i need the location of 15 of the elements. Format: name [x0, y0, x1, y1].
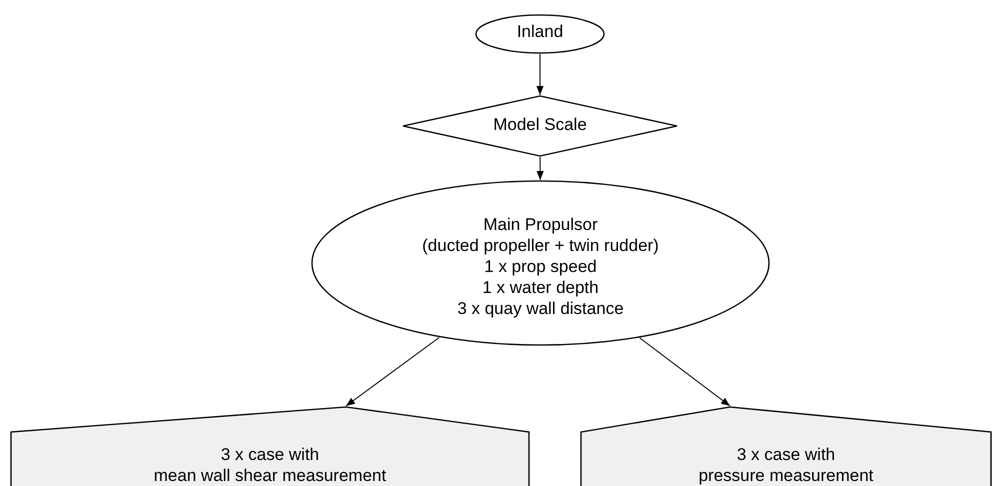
node-text: 1 x water depth	[482, 277, 599, 298]
node-text: 3 x quay wall distance	[457, 298, 624, 319]
arrow	[346, 336, 440, 406]
arrow	[536, 54, 544, 96]
arrow	[536, 156, 544, 180]
arrow	[639, 337, 730, 406]
node-text: Model Scale	[493, 114, 587, 135]
node-text: Inland	[516, 21, 564, 42]
node-text: mean wall shear measurement	[154, 465, 386, 486]
node-text: 3 x case with	[736, 444, 836, 465]
node-text: 1 x prop speed	[484, 256, 597, 277]
node-text: 3 x case with	[220, 444, 320, 465]
node-text: (ducted propeller + twin rudder)	[422, 235, 659, 256]
node-text: pressure measurement	[698, 465, 874, 486]
node-text: Main Propulsor	[483, 214, 598, 235]
